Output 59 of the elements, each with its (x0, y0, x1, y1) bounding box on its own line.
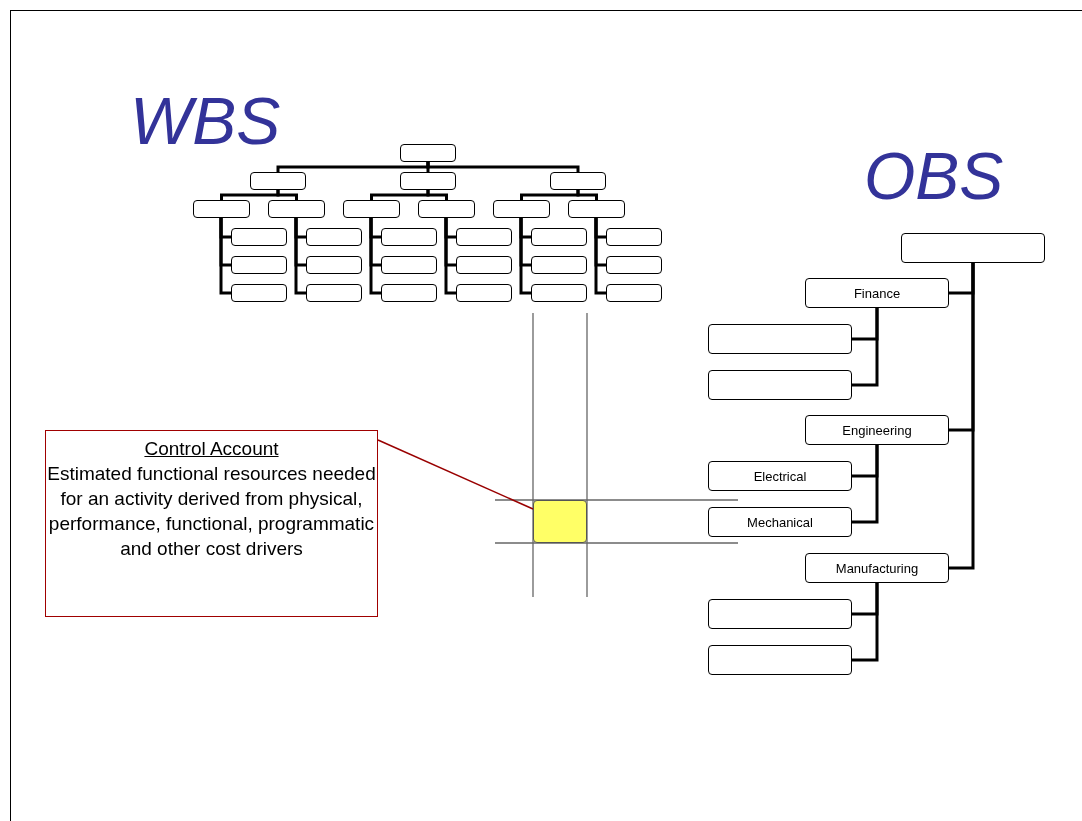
connector-line (852, 445, 879, 524)
wbs-box (400, 144, 456, 162)
connector-line (444, 218, 456, 295)
wbs-box (250, 172, 306, 190)
wbs-box (306, 228, 362, 246)
connector-line (294, 218, 306, 295)
callout-box (45, 430, 378, 617)
wbs-box (456, 284, 512, 302)
wbs-box (268, 200, 325, 218)
heading-text: WBS (130, 88, 281, 154)
callout-heading: Control Account (143, 437, 280, 461)
wbs-box (231, 228, 287, 246)
control-account-cell (533, 500, 587, 543)
heading-text: OBS (864, 143, 1004, 209)
org-unit-box (708, 324, 852, 354)
connector-line (219, 218, 231, 295)
connector-line (519, 218, 531, 295)
connector-line (852, 308, 879, 387)
wbs-box (231, 256, 287, 274)
org-unit-box: Mechanical (708, 507, 852, 537)
leader-line (377, 439, 534, 510)
wbs-box (381, 284, 437, 302)
wbs-box (531, 228, 587, 246)
connector-line (949, 263, 975, 570)
wbs-box (493, 200, 550, 218)
wbs-box (306, 284, 362, 302)
connector-line (576, 190, 598, 200)
callout-text: Estimated functional resources needed for an activity derived from physical, performance, functional, programmatic and other cost drivers (46, 462, 377, 561)
org-unit-box: Engineering (805, 415, 949, 445)
connector-line (426, 190, 448, 200)
org-unit-box (708, 645, 852, 675)
wbs-box (531, 256, 587, 274)
org-unit-box: Electrical (708, 461, 852, 491)
wbs-box (606, 228, 662, 246)
wbs-box (231, 284, 287, 302)
wbs-box (606, 284, 662, 302)
wbs-box (531, 284, 587, 302)
wbs-box (400, 172, 456, 190)
wbs-box (550, 172, 606, 190)
wbs-box (193, 200, 250, 218)
wbs-box (343, 200, 400, 218)
wbs-box (456, 256, 512, 274)
org-unit-box (708, 370, 852, 400)
connector-line (852, 583, 879, 662)
wbs-box (381, 228, 437, 246)
connector-line (426, 162, 580, 172)
connector-line (369, 218, 381, 295)
wbs-box (381, 256, 437, 274)
connector-line (594, 218, 606, 295)
wbs-box (456, 228, 512, 246)
wbs-box (568, 200, 625, 218)
org-unit-box: Manufacturing (805, 553, 949, 583)
wbs-box (418, 200, 475, 218)
org-unit-box (901, 233, 1045, 263)
wbs-box (606, 256, 662, 274)
connector-line (276, 190, 298, 200)
org-unit-box (708, 599, 852, 629)
wbs-box (306, 256, 362, 274)
org-unit-box: Finance (805, 278, 949, 308)
